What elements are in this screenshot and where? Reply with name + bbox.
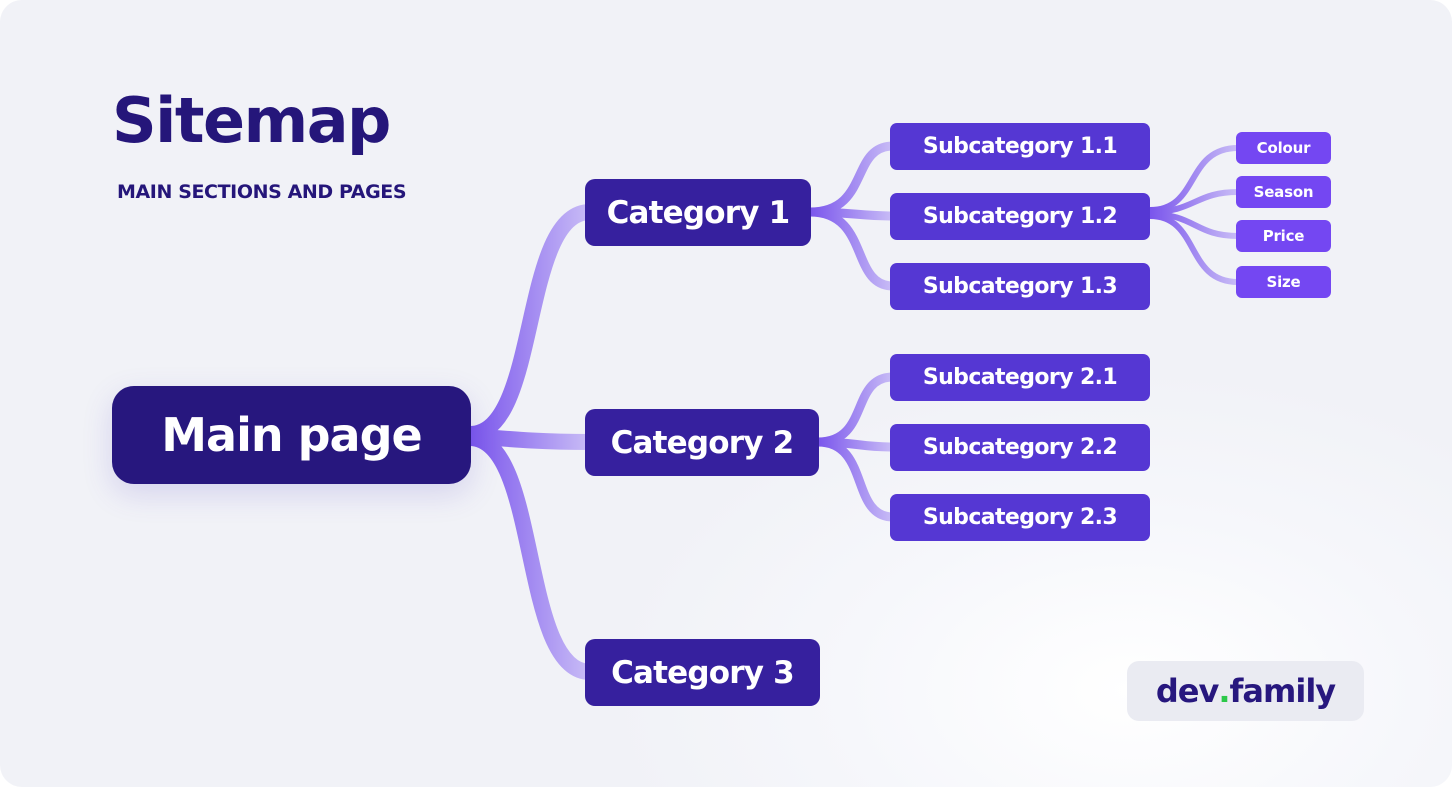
logo-text-dev: dev (1155, 672, 1219, 710)
filter-season-node[interactable]: Season (1236, 176, 1331, 208)
connector-category-2-to-sub-2-1 (813, 372, 898, 447)
connector-category-1-to-sub-1-3 (805, 207, 898, 291)
connector-main-to-category-3 (462, 430, 598, 680)
subcategory-2-2-node[interactable]: Subcategory 2.2 (890, 424, 1150, 471)
page-subtitle: MAIN SECTIONS AND PAGES (117, 181, 407, 203)
subcategory-1-1-node[interactable]: Subcategory 1.1 (890, 123, 1150, 170)
page-title: Sitemap (112, 84, 391, 157)
filter-price-node[interactable]: Price (1236, 220, 1331, 252)
logo-dot: . (1218, 672, 1230, 710)
connector-main-to-category-1 (462, 204, 598, 442)
dev-family-logo: dev.family (1127, 661, 1364, 721)
category-3-node[interactable]: Category 3 (585, 639, 820, 706)
logo-text-family: family (1229, 672, 1336, 710)
connector-sub-1-2-to-colour (1147, 145, 1241, 213)
subcategory-1-3-node[interactable]: Subcategory 1.3 (890, 263, 1150, 310)
subcategory-2-3-node[interactable]: Subcategory 2.3 (890, 494, 1150, 541)
filter-size-node[interactable]: Size (1236, 266, 1331, 298)
connector-sub-1-2-to-season (1147, 189, 1241, 215)
subcategory-2-1-node[interactable]: Subcategory 2.1 (890, 354, 1150, 401)
filter-colour-node[interactable]: Colour (1236, 132, 1331, 164)
category-2-node[interactable]: Category 2 (585, 409, 819, 476)
category-1-node[interactable]: Category 1 (585, 179, 811, 246)
connector-sub-1-2-to-size (1147, 213, 1241, 285)
connector-category-2-to-sub-2-3 (813, 437, 898, 522)
main-page-node[interactable]: Main page (112, 386, 471, 484)
subcategory-1-2-node[interactable]: Subcategory 1.2 (890, 193, 1150, 240)
connector-category-1-to-sub-1-1 (805, 141, 898, 217)
